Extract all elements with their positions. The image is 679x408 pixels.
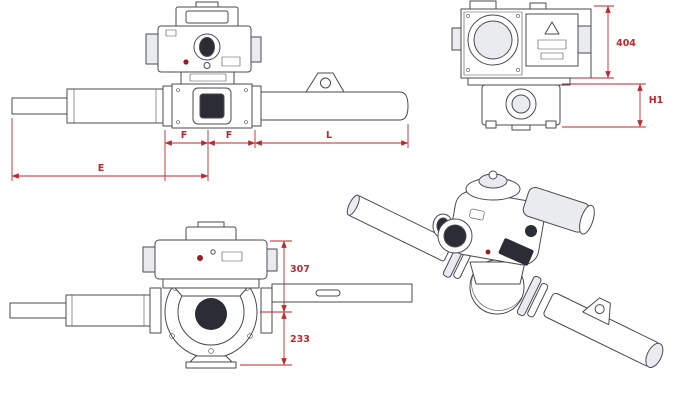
lug-slot xyxy=(315,289,341,297)
actuator-front-dimensions: 404 H1 xyxy=(562,5,664,128)
valve-body-side xyxy=(162,83,262,129)
iso-actuator xyxy=(432,170,595,285)
pipe-left-side xyxy=(11,88,164,124)
dim-label-f2: F xyxy=(226,130,233,141)
ball-port xyxy=(195,298,227,330)
led-dot-icon xyxy=(183,59,189,65)
iso-lifting-lug xyxy=(582,297,611,326)
actuator-front-on-valve xyxy=(142,221,278,297)
dim-label-404: 404 xyxy=(616,38,636,49)
front-elevation-view: 307 233 xyxy=(9,221,413,369)
dim-label-e: E xyxy=(98,163,105,174)
dim-label-307: 307 xyxy=(290,264,310,275)
iso-display-panel xyxy=(498,238,534,266)
iso-pipe-lower xyxy=(543,292,664,368)
nameplate xyxy=(221,251,243,262)
dim-label-233: 233 xyxy=(290,334,310,345)
iso-motor-cylinder xyxy=(522,186,595,235)
led-dot-icon xyxy=(197,255,203,261)
nameplate xyxy=(469,208,485,221)
pipe-right-side xyxy=(260,72,409,121)
indicator-window-icon xyxy=(193,33,221,61)
dim-label-f1: F xyxy=(181,130,188,141)
nameplate xyxy=(221,56,241,67)
front-dimensions: 307 233 xyxy=(240,240,310,366)
actuator-front-view: 404 H1 xyxy=(451,0,664,131)
flange-left xyxy=(162,85,173,127)
lifting-lug xyxy=(305,72,345,93)
led-dot-icon xyxy=(485,249,491,255)
isometric-view xyxy=(346,170,664,368)
side-elevation-view: F F L E xyxy=(11,1,409,181)
iso-flange-lower xyxy=(516,275,549,318)
pipes-front xyxy=(9,283,413,327)
flange-right xyxy=(251,85,262,127)
label-plate xyxy=(537,39,567,50)
dim-label-h1: H1 xyxy=(649,95,664,106)
actuator-side xyxy=(145,1,262,85)
warning-triangle-icon xyxy=(544,21,560,35)
bottom-flange xyxy=(185,361,237,369)
iso-yoke xyxy=(469,261,526,285)
side-dimensions: F F L E xyxy=(11,118,409,181)
handwheel-face xyxy=(467,14,519,66)
dim-label-l: L xyxy=(326,130,332,141)
